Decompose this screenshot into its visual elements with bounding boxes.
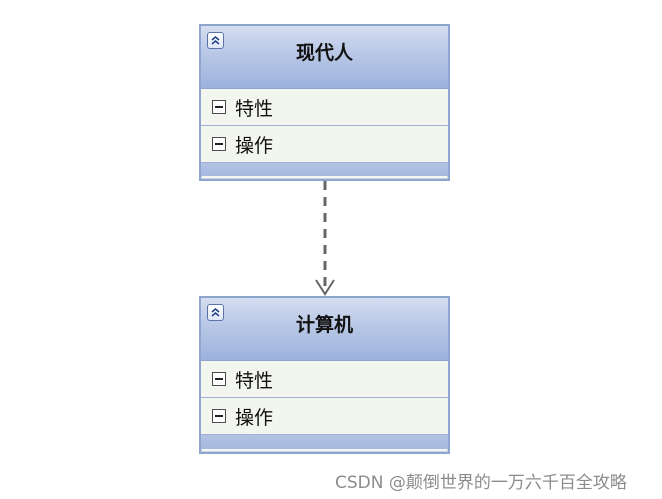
- compartment-operations[interactable]: 操作: [201, 126, 448, 163]
- compartment-label: 特性: [235, 369, 274, 392]
- collapse-chevron-up-icon[interactable]: [207, 304, 224, 321]
- compartment-attributes[interactable]: 特性: [201, 89, 448, 126]
- class-title: 现代人: [295, 42, 353, 64]
- minus-box-icon[interactable]: [212, 372, 226, 386]
- class-title: 计算机: [295, 314, 353, 336]
- class-header: 计算机: [201, 298, 448, 361]
- class-box-computer[interactable]: 计算机 特性 操作: [199, 296, 450, 454]
- class-header: 现代人: [201, 26, 448, 89]
- class-box-modern-person[interactable]: 现代人 特性 操作: [199, 24, 450, 181]
- compartment-label: 操作: [235, 134, 274, 157]
- compartment-operations[interactable]: 操作: [201, 398, 448, 435]
- class-footer: [201, 435, 448, 449]
- compartment-attributes[interactable]: 特性: [201, 361, 448, 398]
- minus-box-icon[interactable]: [212, 409, 226, 423]
- collapse-chevron-up-icon[interactable]: [207, 32, 224, 49]
- class-footer: [201, 163, 448, 176]
- compartment-label: 特性: [235, 97, 274, 120]
- watermark-text: CSDN @颠倒世界的一万六千百全攻略: [335, 473, 627, 493]
- compartment-label: 操作: [235, 406, 274, 429]
- minus-box-icon[interactable]: [212, 100, 226, 114]
- minus-box-icon[interactable]: [212, 137, 226, 151]
